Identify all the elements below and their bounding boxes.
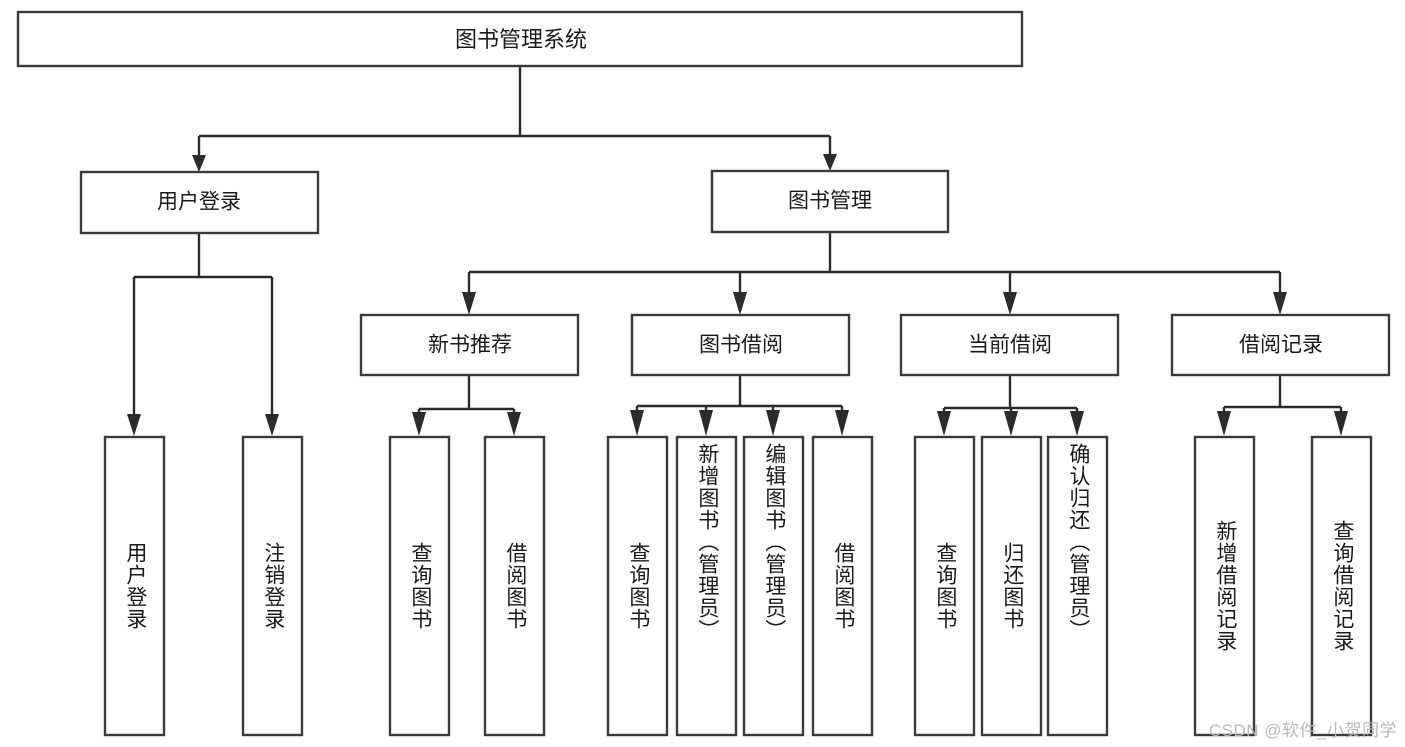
node-box-book-borrow[interactable] (630, 313, 851, 377)
node-box-leaf-query-book-3[interactable] (913, 435, 976, 737)
node-box-leaf-user-login[interactable] (103, 435, 166, 737)
node-box-leaf-query-book-2[interactable] (606, 435, 669, 737)
node-label-root: 图书管理系统 (455, 27, 587, 52)
connectors (127, 66, 1348, 436)
node-label-book-manage: 图书管理 (788, 190, 872, 213)
node-label-borrow-record: 借阅记录 (1239, 334, 1323, 357)
node-box-borrow-record[interactable] (1170, 313, 1391, 377)
node-box-new-book-recommend[interactable] (359, 313, 580, 377)
node-box-current-borrow[interactable] (899, 313, 1120, 377)
node-box-root[interactable] (16, 10, 1024, 68)
arrowhead-newbook-leaf-1 (412, 412, 426, 436)
node-box-leaf-query-borrow-record[interactable] (1310, 435, 1373, 737)
arrowhead-bookborrow-leaf-1 (630, 410, 644, 436)
arrowhead-book-manage (823, 154, 837, 171)
arrowhead-currentborrow-leaf-3 (1070, 411, 1084, 436)
node-label-new-book-recommend: 新书推荐 (428, 334, 512, 357)
node-box-leaf-logout[interactable] (241, 435, 304, 737)
arrowhead-borrowrecord-leaf-2 (1334, 411, 1348, 436)
arrowhead-user-login (192, 155, 206, 172)
node-box-leaf-edit-book[interactable] (742, 435, 805, 737)
node-box-leaf-return-book[interactable] (980, 435, 1043, 737)
arrowhead-currentborrow (1003, 292, 1017, 315)
arrowhead-borrowrecord-leaf-1 (1217, 411, 1231, 436)
node-box-book-manage[interactable] (710, 169, 950, 234)
arrowhead-borrowrecord (1273, 292, 1287, 315)
arrowhead-newbook (462, 292, 476, 315)
node-box-leaf-query-book-1[interactable] (388, 435, 451, 737)
arrowhead-bookborrow (733, 292, 747, 315)
node-box-leaf-add-book[interactable] (675, 435, 738, 737)
arrowhead-currentborrow-leaf-2 (1004, 411, 1018, 436)
node-label-current-borrow: 当前借阅 (968, 334, 1052, 357)
node-box-leaf-confirm-return[interactable] (1046, 435, 1109, 737)
nodes: 图书管理系统 用户登录 图书管理 新书推荐 图书借阅 当前借阅 借阅记录 (16, 10, 1391, 737)
node-box-leaf-borrow-book-1[interactable] (483, 435, 546, 737)
node-box-leaf-borrow-book-2[interactable] (811, 435, 874, 737)
node-label-user-login: 用户登录 (157, 191, 241, 214)
arrowhead-currentborrow-leaf-1 (937, 411, 951, 436)
arrowhead-leaf-logout (265, 414, 279, 436)
arrowhead-leaf-user-login (127, 414, 141, 436)
arrowhead-bookborrow-leaf-3 (766, 410, 780, 436)
node-box-user-login[interactable] (79, 170, 320, 235)
node-box-leaf-add-borrow-record[interactable] (1193, 435, 1256, 737)
arrowhead-newbook-leaf-2 (507, 412, 521, 436)
node-label-book-borrow: 图书借阅 (699, 334, 783, 357)
arrowhead-bookborrow-leaf-4 (835, 410, 849, 436)
arrowhead-bookborrow-leaf-2 (699, 410, 713, 436)
watermark: CSDN @软件_小贺同学 (1208, 721, 1397, 740)
